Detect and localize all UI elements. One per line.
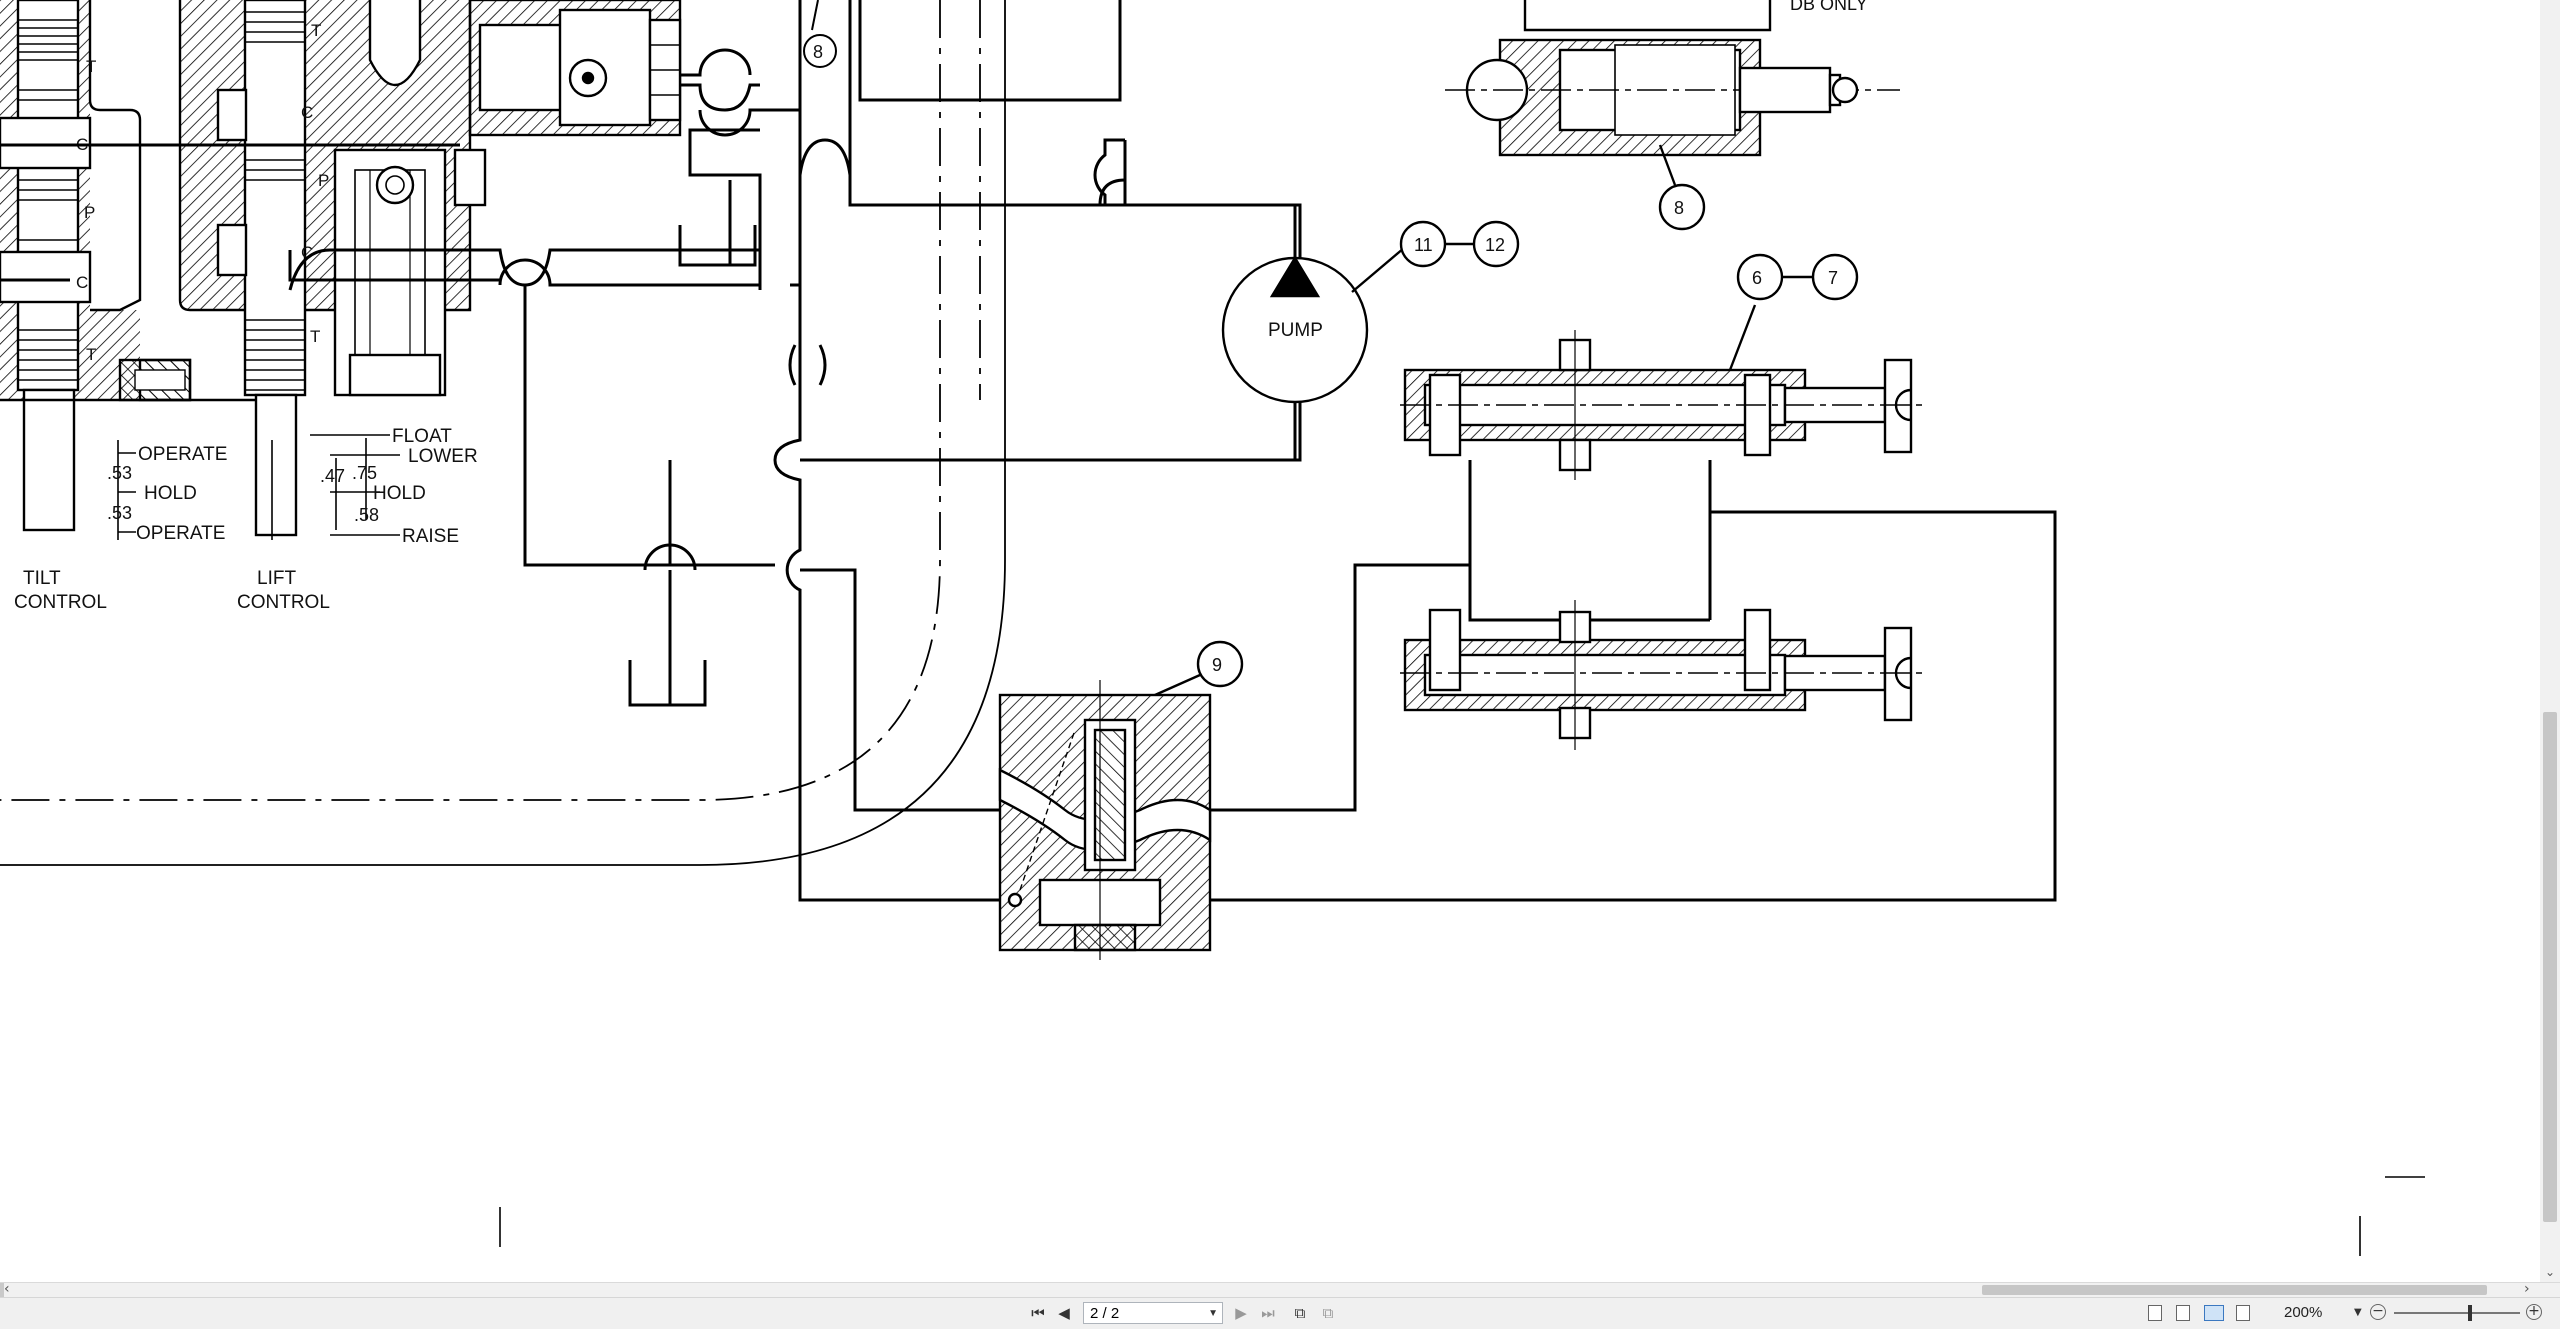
relief-valve-top <box>468 0 682 137</box>
cylinder-lower <box>1400 600 1925 750</box>
tilt-operate-label-2: OPERATE <box>136 523 225 544</box>
lift-dim: .75 <box>352 463 377 483</box>
zoom-dropdown-icon[interactable]: ▼ <box>2354 1307 2362 1318</box>
lift-raise-label: RAISE <box>402 526 459 547</box>
tilt-operate-label: OPERATE <box>138 444 227 465</box>
zoom-slider-track[interactable] <box>2394 1312 2520 1314</box>
valve-item-8: 8 DB ONLY <box>1445 0 1900 231</box>
lift-float-label: FLOAT <box>392 426 452 447</box>
scroll-left-arrow-icon[interactable]: ‹ <box>4 1281 10 1297</box>
horizontal-scrollbar[interactable]: ‹ › <box>0 1281 2560 1297</box>
single-page-view-icon[interactable] <box>2148 1305 2162 1321</box>
spool-dimensions <box>117 434 400 540</box>
port-label: C <box>301 103 313 122</box>
pump-symbol: PUMP 11 12 <box>1221 205 1520 460</box>
last-page-button[interactable]: ⏭ <box>1261 1304 1275 1322</box>
callout-8: 8 <box>1674 198 1684 218</box>
callout-12: 12 <box>1485 235 1505 255</box>
page-split-icon[interactable]: ⧉ <box>1294 1304 1306 1322</box>
scroll-left-edge <box>0 1283 4 1297</box>
callout-11: 11 <box>1414 235 1433 255</box>
tilt-dim: .53 <box>107 463 132 483</box>
zoom-slider-thumb[interactable] <box>2468 1305 2472 1321</box>
scroll-down-arrow-icon[interactable]: ⌄ <box>2544 1265 2556 1279</box>
port-label: T <box>310 327 320 346</box>
tilt-control-valve <box>0 0 290 532</box>
lift-dim: .58 <box>354 505 379 525</box>
zoom-out-button[interactable]: − <box>2370 1304 2386 1320</box>
cylinder-upper: 6 7 <box>1400 253 1925 480</box>
lift-control-label: LIFT <box>257 568 296 589</box>
lift-dim: .47 <box>320 466 345 486</box>
chevron-down-icon[interactable]: ▼ <box>1208 1308 1218 1319</box>
next-page-button[interactable]: ▶ <box>1235 1304 1247 1322</box>
top-note: DB ONLY <box>1790 0 1868 14</box>
port-label: T <box>311 21 321 40</box>
flow-divider-valve: 9 <box>998 640 1244 960</box>
facing-view-icon[interactable] <box>2204 1305 2224 1321</box>
port-label: P <box>84 203 95 222</box>
callout-6: 6 <box>1752 268 1762 288</box>
document-page-view: T C P C T T C P C T <box>0 0 2425 1256</box>
first-page-button[interactable]: ⏮ <box>1031 1304 1045 1322</box>
lift-lower-label: LOWER <box>408 446 478 467</box>
tilt-control-label: TILT <box>23 568 61 589</box>
horizontal-scroll-thumb[interactable] <box>1982 1285 2487 1295</box>
tilt-dim: .53 <box>107 503 132 523</box>
vertical-scrollbar[interactable]: ⌄ <box>2540 0 2560 1282</box>
port-label: T <box>86 345 96 364</box>
lift-control-label: CONTROL <box>237 592 330 613</box>
status-toolbar: ⏮ ◀ 2 / 2 ▼ ▶ ⏭ ⧉ ⧉ 200% ▼ − + <box>0 1297 2560 1329</box>
continuous-view-icon[interactable] <box>2176 1305 2190 1321</box>
port-label: P <box>318 171 329 190</box>
callout-9: 9 <box>1212 655 1222 675</box>
page-number-field[interactable]: 2 / 2 ▼ <box>1083 1302 1223 1324</box>
port-label: C <box>76 273 88 292</box>
zoom-level[interactable]: 200% <box>2284 1304 2323 1321</box>
lift-hold-label: HOLD <box>373 483 426 504</box>
hydraulic-schematic: T C P C T T C P C T <box>0 0 2425 1256</box>
lift-control-valve <box>118 0 487 537</box>
previous-page-button[interactable]: ◀ <box>1058 1304 1070 1322</box>
body-outline <box>0 0 1006 866</box>
callout-8: 8 <box>813 42 823 62</box>
callout-7: 7 <box>1828 268 1838 288</box>
scroll-right-arrow-icon[interactable]: › <box>2524 1281 2530 1297</box>
page-compare-icon[interactable]: ⧉ <box>1322 1304 1334 1322</box>
tilt-control-label: CONTROL <box>14 592 107 613</box>
vertical-scroll-thumb[interactable] <box>2543 712 2557 1222</box>
zoom-in-button[interactable]: + <box>2526 1304 2542 1320</box>
reservoir-symbols <box>628 344 827 707</box>
page-marks <box>499 1176 2425 1256</box>
scroll-mode-icon[interactable] <box>2236 1305 2250 1321</box>
callout-8-top: 8 <box>803 0 837 68</box>
cylinder-connect-lines <box>1468 460 1712 620</box>
dimension-labels: OPERATE HOLD OPERATE .53 .53 FLOAT LOWER… <box>14 426 478 613</box>
port-label: T <box>86 57 96 76</box>
pump-label: PUMP <box>1268 320 1323 341</box>
tilt-hold-label: HOLD <box>144 483 197 504</box>
page-number-text: 2 / 2 <box>1090 1305 1120 1322</box>
